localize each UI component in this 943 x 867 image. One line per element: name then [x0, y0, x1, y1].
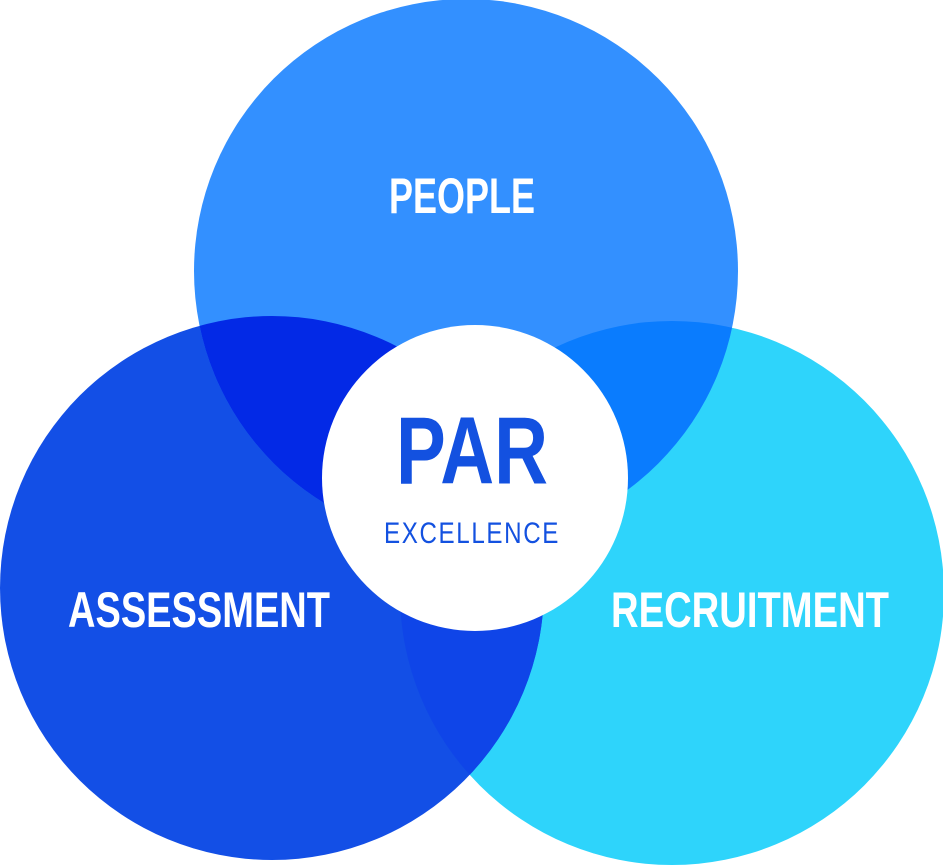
- recruitment-label: RECRUITMENT: [611, 582, 889, 638]
- people-label: PEOPLE: [389, 168, 535, 224]
- center-title: PAR: [396, 397, 548, 504]
- assessment-label: ASSESSMENT: [68, 582, 330, 638]
- center-subtitle: EXCELLENCE: [384, 517, 560, 550]
- center-circle: [322, 325, 628, 631]
